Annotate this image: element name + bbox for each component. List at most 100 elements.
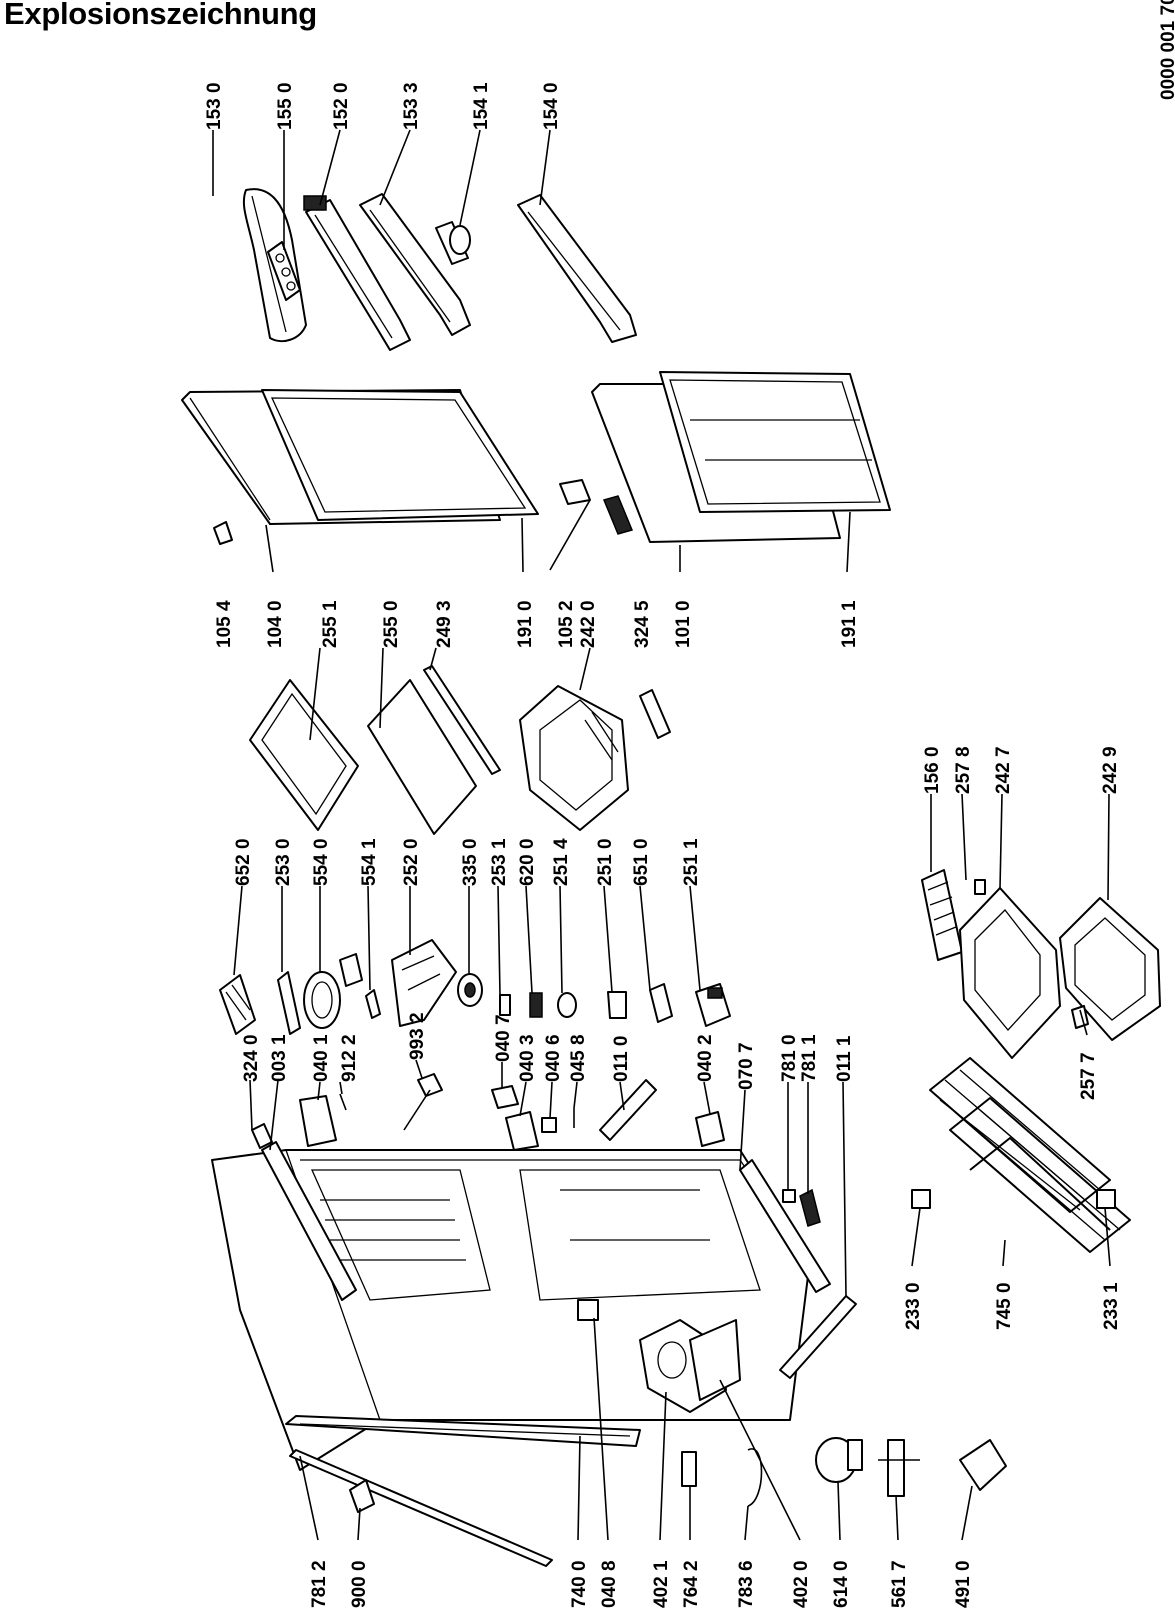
cover-324-0 [251, 1123, 273, 1149]
cover-324-5 [639, 689, 671, 739]
page-title: Explosionszeichnung [4, 0, 317, 31]
label-011-1: 011 1 [834, 1035, 855, 1082]
light-housing-252-0 [391, 939, 457, 1027]
label-912-2: 912 2 [339, 1034, 360, 1082]
label-152-0: 152 0 [331, 82, 352, 130]
label-003-1: 003 1 [269, 1034, 290, 1082]
label-257-7: 257 7 [1078, 1052, 1099, 1100]
base-grille-740-0 [285, 1415, 641, 1447]
label-045-8: 045 8 [568, 1034, 589, 1082]
freezer-basket-242-9 [1059, 897, 1161, 1041]
label-070-7: 070 7 [736, 1042, 757, 1090]
label-252-0: 252 0 [401, 838, 422, 886]
clip-900-0 [349, 1479, 375, 1513]
duct-011-1 [779, 1295, 857, 1379]
label-101-0: 101 0 [673, 600, 694, 648]
label-491-0: 491 0 [953, 1560, 974, 1608]
clip-257-8 [974, 879, 986, 895]
label-040-1: 040 1 [311, 1034, 332, 1082]
label-251-4: 251 4 [551, 838, 572, 886]
label-251-0: 251 0 [595, 838, 616, 886]
stop-233-0 [911, 1189, 931, 1209]
hinge-040-1 [299, 1095, 337, 1147]
label-105-2: 105 2 [556, 600, 577, 648]
crisper-drawer-242-0 [519, 685, 629, 831]
part-251-4 [557, 992, 577, 1018]
label-040-8: 040 8 [599, 1560, 620, 1608]
shelf-profile-249-3 [423, 665, 501, 775]
label-011-0: 011 0 [611, 1036, 632, 1083]
label-040-2: 040 2 [695, 1034, 716, 1082]
label-242-7: 242 7 [993, 746, 1014, 794]
bar-070-7 [739, 1159, 831, 1293]
label-233-0: 233 0 [903, 1282, 924, 1330]
wire-racks-745-0 [929, 1057, 1131, 1253]
label-745-0: 745 0 [994, 1282, 1015, 1330]
label-191-1: 191 1 [839, 600, 860, 648]
label-253-0: 253 0 [273, 838, 294, 886]
label-040-3: 040 3 [517, 1034, 538, 1082]
label-781-1: 781 1 [799, 1034, 820, 1082]
plate-040-6 [541, 1117, 557, 1133]
leader-lines [212, 129, 1111, 1541]
label-652-0: 652 0 [233, 838, 254, 886]
rail-781-2 [289, 1449, 553, 1567]
hinge-040-3 [505, 1111, 539, 1151]
cover-491-0 [959, 1439, 1007, 1491]
label-561-7: 561 7 [889, 1560, 910, 1608]
part-labels: 153 0 155 0 152 0 153 3 154 1 154 0 105 … [204, 82, 1122, 1608]
freezer-door-101-0 [591, 371, 891, 543]
hinge-040-7 [491, 1085, 519, 1109]
label-764-2: 764 2 [681, 1560, 702, 1608]
label-242-9: 242 9 [1100, 746, 1121, 794]
label-154-1: 154 1 [471, 82, 492, 130]
door-bin-152-0 [303, 195, 411, 351]
label-257-8: 257 8 [953, 746, 974, 794]
label-783-6: 783 6 [736, 1560, 757, 1608]
clip-257-7 [1071, 1005, 1089, 1029]
glass-shelf-255-0 [367, 679, 477, 835]
label-554-1: 554 1 [359, 838, 380, 886]
label-253-1: 253 1 [489, 838, 510, 886]
duct-011-0 [599, 1079, 657, 1141]
label-781-2: 781 2 [309, 1560, 330, 1608]
hinge-105-4 [213, 521, 233, 545]
label-402-1: 402 1 [651, 1560, 672, 1608]
label-191-0: 191 0 [515, 600, 536, 648]
fridge-door-104-0 [181, 389, 539, 525]
tube-783-6 [747, 1448, 763, 1507]
part-781-0 [782, 1189, 796, 1203]
part-040-8 [577, 1299, 599, 1321]
label-156-0: 156 0 [922, 746, 943, 794]
label-335-0: 335 0 [460, 838, 481, 886]
knob-253-0 [277, 971, 301, 1035]
label-255-1: 255 1 [320, 600, 341, 648]
label-651-0: 651 0 [631, 838, 652, 886]
label-993-2: 993 2 [407, 1012, 428, 1060]
stop-233-1 [1096, 1189, 1116, 1209]
label-154-0: 154 0 [541, 82, 562, 130]
control-unit-652-0 [219, 974, 256, 1035]
part-651-0 [649, 983, 673, 1023]
door-bin-153-3 [359, 193, 471, 336]
label-249-3: 249 3 [434, 600, 455, 648]
egg-tray-155-0 [267, 241, 301, 301]
clip-554-1 [365, 989, 381, 1019]
filter-764-2 [681, 1451, 697, 1487]
freezer-basket-242-7 [959, 887, 1061, 1059]
part-620-0 [529, 992, 543, 1018]
label-153-3: 153 3 [401, 82, 422, 130]
label-104-0: 104 0 [265, 600, 286, 648]
label-255-0: 255 0 [381, 600, 402, 648]
screw-912-2 [339, 1093, 347, 1111]
label-155-0: 155 0 [275, 82, 296, 130]
hinge-105-2 [559, 479, 634, 535]
label-900-0: 900 0 [349, 1560, 370, 1608]
label-740-0: 740 0 [569, 1560, 590, 1608]
label-251-1: 251 1 [681, 838, 702, 886]
label-105-4: 105 4 [214, 600, 235, 648]
label-554-0: 554 0 [311, 838, 332, 886]
label-614-0: 614 0 [831, 1560, 852, 1608]
label-781-0: 781 0 [779, 1034, 800, 1082]
bottle-bin-154-0 [517, 194, 637, 343]
